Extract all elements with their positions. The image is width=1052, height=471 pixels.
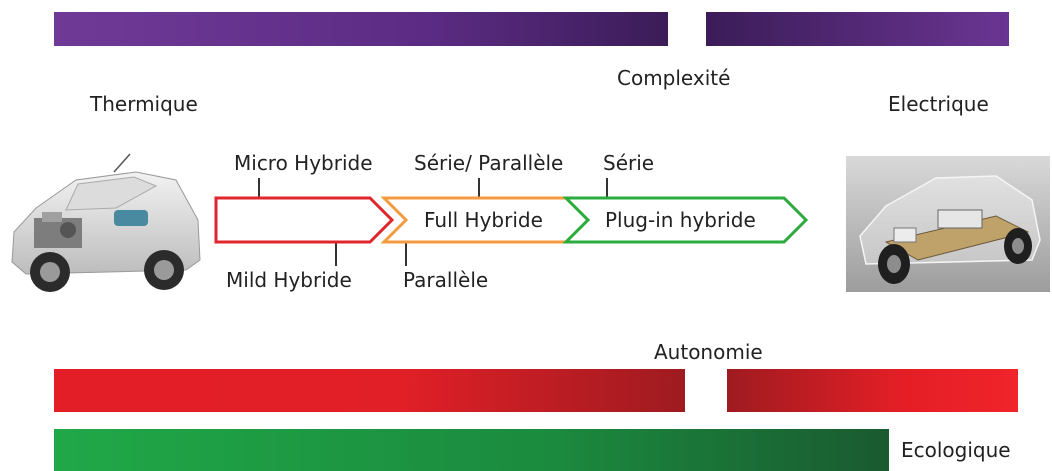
autonomy-label: Autonomie xyxy=(654,340,763,364)
parallele-leader xyxy=(405,238,407,266)
autonomy-bar-right xyxy=(727,369,1018,412)
complexity-bar-left xyxy=(54,12,668,46)
electric-label: Electrique xyxy=(888,92,989,116)
mild-hybrid-leader xyxy=(335,224,337,266)
serie-leader xyxy=(606,178,608,214)
mild-hybrid-label: Mild Hybride xyxy=(226,268,352,292)
ecology-label: Ecologique xyxy=(901,438,1011,462)
micro-hybrid-leader xyxy=(258,178,260,214)
serie-parallele-label: Série/ Parallèle xyxy=(414,151,564,175)
chevron-shapes xyxy=(214,196,809,244)
complexity-bar-right xyxy=(706,12,1009,46)
stage-chevron-plugin xyxy=(562,196,809,244)
parallele-label: Parallèle xyxy=(403,268,489,292)
thermal-car-cutaway-icon xyxy=(11,153,201,292)
hybrid-stage-chevrons: Full Hybride Plug-in hybride xyxy=(210,194,810,246)
thermal-label: Thermique xyxy=(90,92,198,116)
ecology-bar xyxy=(54,429,889,471)
plugin-hybrid-label: Plug-in hybride xyxy=(605,208,756,232)
stage-chevron-micro xyxy=(214,196,395,244)
micro-hybrid-label: Micro Hybride xyxy=(234,151,373,175)
serie-label: Série xyxy=(603,151,655,175)
full-hybrid-label: Full Hybride xyxy=(424,208,543,232)
complexity-label: Complexité xyxy=(617,66,731,90)
serie-parallele-leader xyxy=(478,178,480,200)
autonomy-bar-left xyxy=(54,369,685,412)
electric-car-chassis-icon xyxy=(846,156,1050,292)
